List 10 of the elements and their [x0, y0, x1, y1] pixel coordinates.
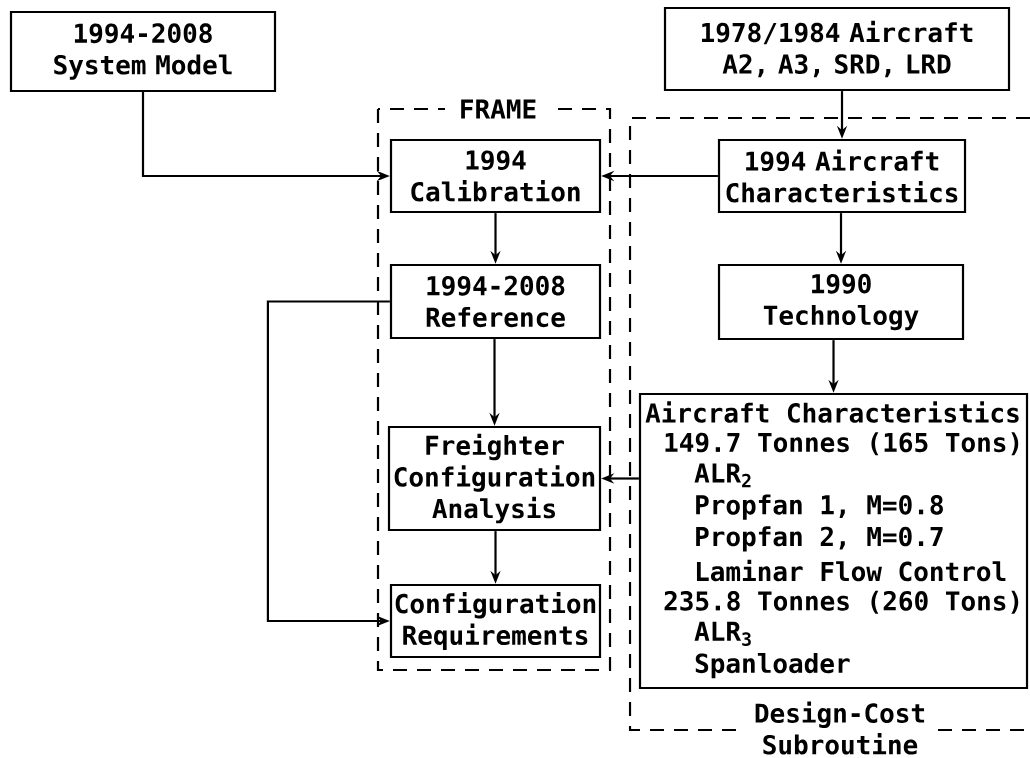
process-box: 1994 Calibration: [389, 138, 602, 214]
process-box: Freighter Configuration Analysis: [387, 425, 602, 532]
node-label: Design-Cost Subroutine: [755, 701, 925, 755]
process-box: Configuration Requirements: [389, 583, 602, 659]
process-box: 1994-2008 System Model: [9, 10, 277, 93]
process-box: 1990 Technology: [717, 263, 965, 341]
process-box: 1994-2008 Reference: [389, 263, 602, 340]
process-box: 1994 Aircraft Characteristics: [717, 138, 967, 214]
list-box: Aircraft Characteristics 149.7 Tonnes (165 Tons) ALR$_{2}$ Propfan 1, M=0.8 Propfan 2, M=0.7 Laminar Flow Control 235.8 Tonnes (260 Tons) ALR$_{3}$ Spanloader: [638, 392, 1029, 690]
process-box: 1978/1984 Aircraft A2, A3, SRD, LRD: [663, 6, 1011, 92]
